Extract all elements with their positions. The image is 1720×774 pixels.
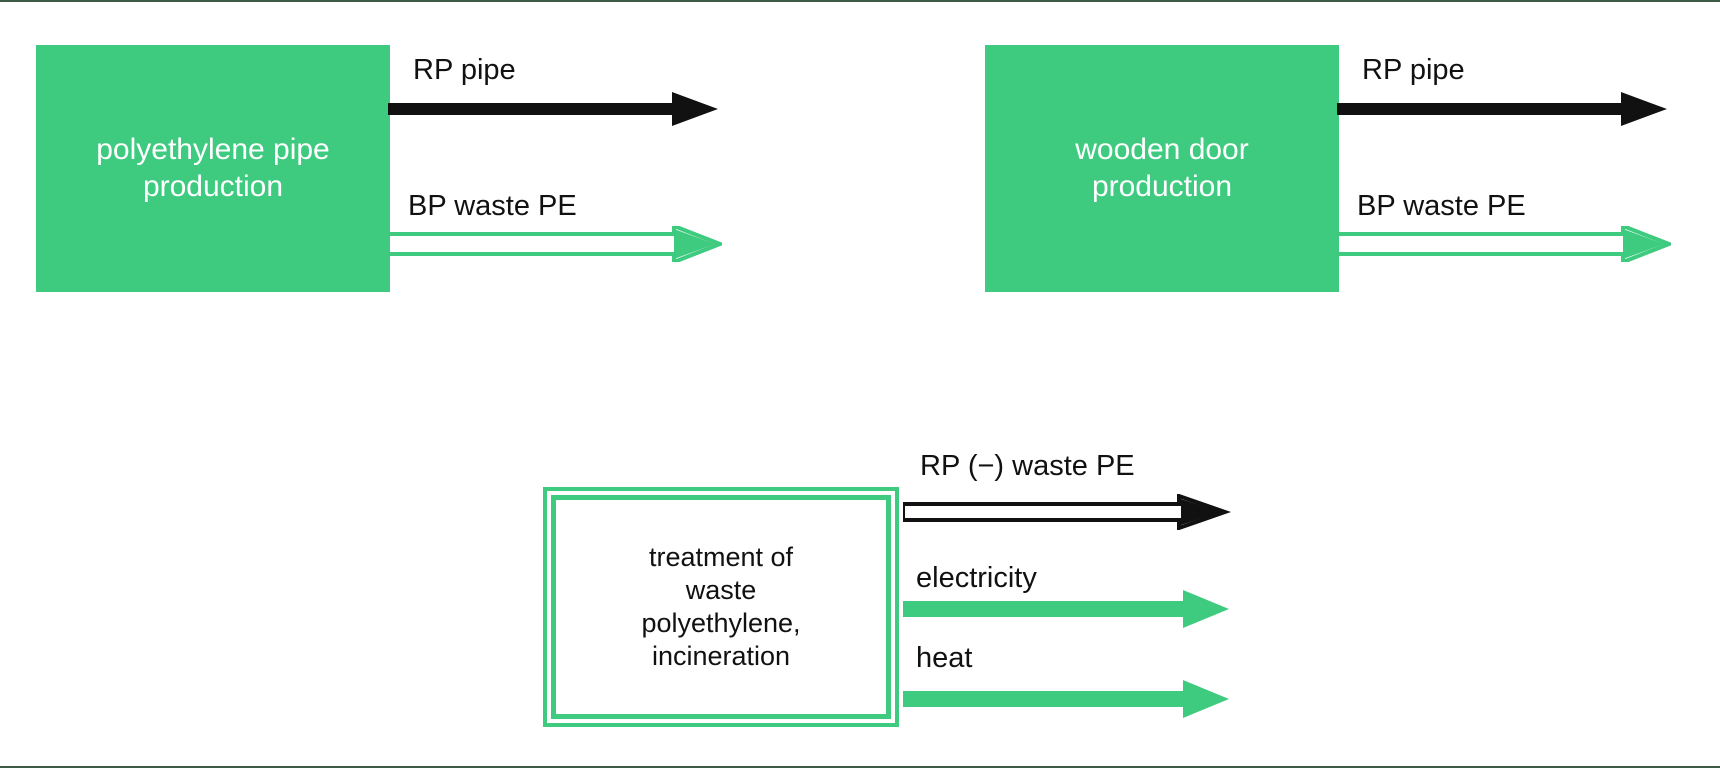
flow-label-electricity: electricity bbox=[916, 562, 1037, 594]
process-box-label: polyethylene pipe production bbox=[96, 132, 330, 203]
process-box-polyethylene-pipe-production[interactable]: polyethylene pipe production bbox=[36, 45, 390, 292]
arrow-hollow-green-bp-waste-pe-1 bbox=[388, 226, 722, 262]
flow-label-rp-minus-waste-pe: RP (−) waste PE bbox=[920, 450, 1135, 482]
flow-label-heat: heat bbox=[916, 642, 973, 674]
arrow-solid-green-heat bbox=[903, 680, 1231, 718]
arrow-solid-green-electricity bbox=[903, 590, 1231, 628]
arrow-hollow-black-rp-minus-waste-pe bbox=[903, 494, 1231, 530]
process-box-label: treatment of waste polyethylene, inciner… bbox=[641, 542, 801, 671]
bottom-divider bbox=[0, 766, 1720, 768]
flow-label-rp-pipe-1: RP pipe bbox=[413, 54, 516, 86]
flow-label-rp-pipe-2: RP pipe bbox=[1362, 54, 1465, 86]
process-box-wooden-door-production[interactable]: wooden door production bbox=[985, 45, 1339, 292]
process-box-treatment-of-waste-polyethylene-incineration[interactable]: treatment of waste polyethylene, inciner… bbox=[543, 487, 899, 727]
flow-label-bp-waste-pe-2: BP waste PE bbox=[1357, 190, 1526, 222]
arrow-solid-black-rp-pipe-2 bbox=[1337, 92, 1669, 126]
process-box-label: wooden door production bbox=[1075, 132, 1249, 203]
arrow-solid-black-rp-pipe-1 bbox=[388, 92, 720, 126]
flow-label-bp-waste-pe-1: BP waste PE bbox=[408, 190, 577, 222]
top-divider bbox=[0, 0, 1720, 2]
arrow-hollow-green-bp-waste-pe-2 bbox=[1337, 226, 1671, 262]
